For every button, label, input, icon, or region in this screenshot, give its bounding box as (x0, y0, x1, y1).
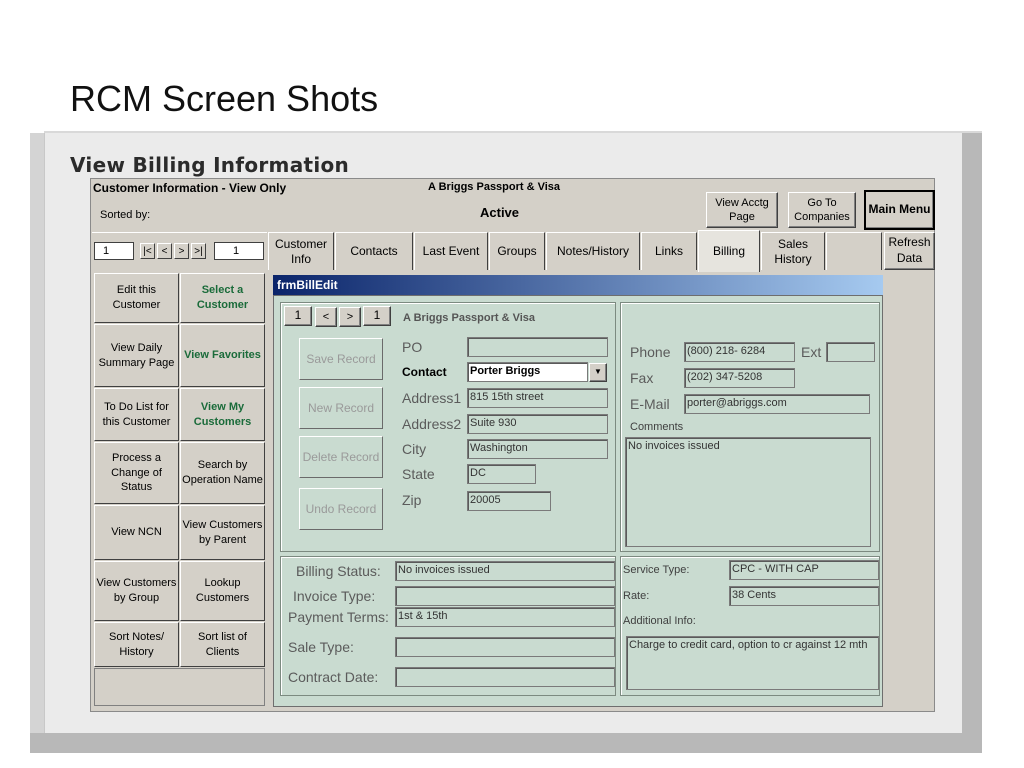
header-company-name: A Briggs Passport & Visa (428, 181, 561, 193)
section-title: View Billing Information (70, 153, 350, 177)
form-prev-button[interactable]: < (315, 307, 337, 327)
form-title-bar: frmBillEdit (273, 275, 883, 295)
fax-field[interactable]: (202) 347-5208 (684, 368, 795, 388)
select-customer-button[interactable]: Select a Customer (180, 273, 265, 323)
sort-notes-history-button[interactable]: Sort Notes/ History (94, 622, 179, 667)
sort-list-clients-button[interactable]: Sort list of Clients (180, 622, 265, 667)
po-label: PO (402, 339, 423, 355)
address2-field[interactable]: Suite 930 (467, 414, 608, 434)
slide-frame-bottom (30, 733, 982, 753)
lookup-customers-button[interactable]: Lookup Customers (180, 561, 265, 621)
fax-label: Fax (630, 370, 654, 386)
refresh-data-button[interactable]: Refresh Data (884, 232, 935, 270)
view-customers-by-group-button[interactable]: View Customers by Group (94, 561, 179, 621)
view-acctg-page-button[interactable]: View Acctg Page (706, 192, 778, 228)
billing-panel (280, 556, 616, 696)
phone-field[interactable]: (800) 218- 6284 (684, 342, 795, 362)
todo-list-button[interactable]: To Do List for this Customer (94, 388, 179, 441)
view-daily-summary-button[interactable]: View Daily Summary Page (94, 324, 179, 387)
contact-dropdown-arrow-icon[interactable]: ▼ (589, 363, 607, 382)
slide-frame-left (30, 133, 44, 753)
main-menu-button[interactable]: Main Menu (864, 190, 935, 230)
form-record-number: 1 (284, 306, 312, 326)
address1-label: Address1 (402, 390, 462, 406)
search-operation-name-button[interactable]: Search by Operation Name (180, 442, 265, 504)
view-customers-by-parent-button[interactable]: View Customers by Parent (180, 505, 265, 560)
slide-frame-right (962, 133, 982, 733)
prev-record-button[interactable]: < (157, 243, 172, 259)
payment-terms-field[interactable]: 1st & 15th (395, 607, 615, 627)
view-favorites-button[interactable]: View Favorites (180, 324, 265, 387)
status-badge: Active (480, 205, 520, 220)
contract-date-label: Contract Date: (288, 669, 379, 685)
undo-record-button[interactable]: Undo Record (299, 488, 383, 530)
zip-label: Zip (402, 492, 422, 508)
last-record-button[interactable]: >| (191, 243, 206, 259)
delete-record-button[interactable]: Delete Record (299, 436, 383, 478)
invoice-type-field[interactable] (395, 586, 615, 606)
additional-info-label: Additional Info: (623, 615, 696, 627)
sorted-by-label: Sorted by: (100, 209, 151, 221)
address2-label: Address2 (402, 416, 462, 432)
slide-title: RCM Screen Shots (70, 78, 379, 119)
comments-label: Comments (630, 421, 684, 433)
ext-label: Ext (801, 344, 822, 360)
service-type-label: Service Type: (623, 564, 690, 576)
record-number-field[interactable]: 1 (94, 242, 134, 260)
invoice-type-label: Invoice Type: (293, 588, 376, 604)
contact-label: Contact (402, 365, 447, 379)
additional-info-field[interactable]: Charge to credit card, option to cr agai… (626, 636, 879, 690)
phone-panel (620, 302, 880, 552)
next-record-button[interactable]: > (174, 243, 189, 259)
sidebar-empty-area (94, 668, 265, 706)
go-to-companies-button[interactable]: Go To Companies (788, 192, 856, 228)
po-field[interactable] (467, 337, 608, 357)
city-label: City (402, 441, 427, 457)
save-record-button[interactable]: Save Record (299, 338, 383, 380)
tab-contacts[interactable]: Contacts (335, 232, 413, 270)
tab-links[interactable]: Links (641, 232, 697, 270)
rate-label: Rate: (623, 590, 650, 602)
state-field[interactable]: DC (467, 464, 536, 484)
tab-groups[interactable]: Groups (489, 232, 545, 270)
form-company-name: A Briggs Passport & Visa (403, 312, 536, 324)
email-field[interactable]: porter@abriggs.com (684, 394, 870, 414)
state-label: State (402, 466, 435, 482)
slide-frame-top (44, 131, 982, 133)
first-record-button[interactable]: |< (140, 243, 155, 259)
form-record-total: 1 (363, 306, 391, 326)
record-total-field: 1 (214, 242, 264, 260)
contact-panel (280, 302, 616, 552)
form-next-button[interactable]: > (339, 307, 361, 327)
email-label: E-Mail (630, 396, 670, 412)
edit-customer-button[interactable]: Edit this Customer (94, 273, 179, 323)
sale-type-field[interactable] (395, 637, 615, 657)
contract-date-field[interactable] (395, 667, 615, 687)
billing-status-label: Billing Status: (296, 563, 381, 579)
rate-field[interactable]: 38 Cents (729, 586, 879, 606)
new-record-button[interactable]: New Record (299, 387, 383, 429)
payment-terms-label: Payment Terms: (288, 609, 389, 625)
tab-billing[interactable]: Billing (698, 230, 760, 272)
contact-select[interactable]: Porter Briggs (467, 362, 588, 382)
sale-type-label: Sale Type: (288, 639, 354, 655)
tab-last-event[interactable]: Last Event (414, 232, 488, 270)
phone-label: Phone (630, 344, 671, 360)
tab-blank (826, 232, 882, 270)
process-change-status-button[interactable]: Process a Change of Status (94, 442, 179, 504)
view-ncn-button[interactable]: View NCN (94, 505, 179, 560)
billing-status-field[interactable]: No invoices issued (395, 561, 615, 581)
zip-field[interactable]: 20005 (467, 491, 551, 511)
address1-field[interactable]: 815 15th street (467, 388, 608, 408)
city-field[interactable]: Washington (467, 439, 608, 459)
ext-field[interactable] (826, 342, 875, 362)
tab-notes-history[interactable]: Notes/History (546, 232, 640, 270)
view-my-customers-button[interactable]: View My Customers (180, 388, 265, 441)
window-title: Customer Information - View Only (93, 181, 287, 195)
tab-sales-history[interactable]: Sales History (761, 232, 825, 270)
comments-field[interactable]: No invoices issued (625, 437, 871, 547)
tab-customer-info[interactable]: Customer Info (268, 232, 334, 270)
service-panel (620, 556, 880, 696)
service-type-field[interactable]: CPC - WITH CAP (729, 560, 879, 580)
